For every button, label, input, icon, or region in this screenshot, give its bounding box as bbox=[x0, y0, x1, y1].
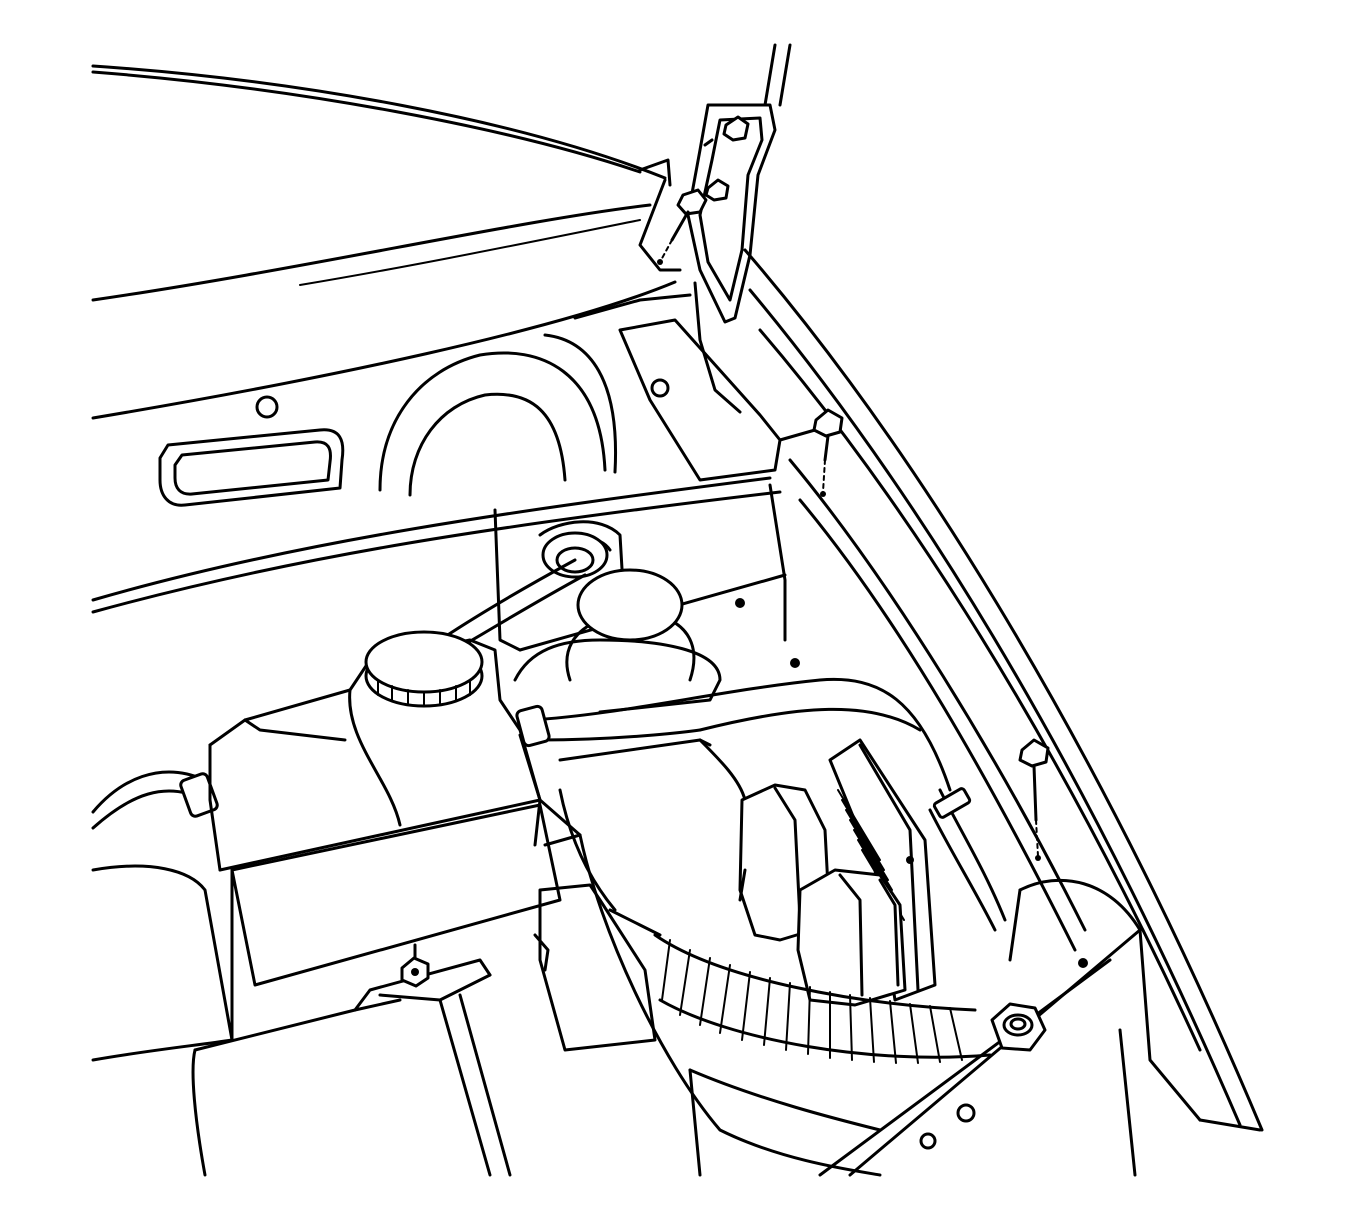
hood-inner-rib bbox=[91, 203, 652, 302]
fender bbox=[618, 248, 1264, 1132]
wiring-harness-conduit bbox=[533, 883, 992, 1177]
battery-top bbox=[230, 803, 562, 987]
hood-front-edge bbox=[91, 476, 772, 602]
brake-reservoir-cap bbox=[576, 568, 684, 642]
mounting-bolt bbox=[812, 408, 1050, 861]
cowl-bracket bbox=[618, 318, 782, 482]
hood-bulge-inner bbox=[408, 392, 567, 497]
hood-vent-outer bbox=[158, 428, 345, 507]
hood-hinge bbox=[686, 43, 792, 414]
hinge-nut-lower bbox=[704, 178, 730, 202]
conduit-lower-edge bbox=[658, 998, 992, 1059]
hood-top-edge bbox=[91, 64, 667, 180]
fender-outer-edge bbox=[743, 248, 1264, 1132]
hose-clip bbox=[932, 787, 972, 819]
hood-bottom-edge bbox=[91, 280, 677, 420]
hood bbox=[91, 64, 782, 614]
coolant-reservoir bbox=[208, 630, 582, 872]
battery bbox=[91, 803, 562, 1177]
hinge-nut-upper bbox=[722, 115, 750, 142]
coolant-cap-grip bbox=[377, 679, 471, 707]
brake-fluid-reservoir bbox=[513, 520, 722, 714]
module-heatsink bbox=[837, 789, 905, 921]
conduit-upper-edge bbox=[653, 933, 977, 1012]
coolant-cap bbox=[364, 630, 484, 694]
hose-clamp-left bbox=[179, 772, 219, 818]
conduit-ribs bbox=[661, 939, 963, 1064]
hood-bulge-outer bbox=[378, 351, 607, 492]
fender-bolt-head-upper bbox=[812, 408, 844, 438]
mounting-nut bbox=[400, 943, 430, 988]
brake-reservoir-body bbox=[513, 638, 722, 714]
hood-strut-upper bbox=[763, 43, 777, 107]
module-connector-lower bbox=[796, 868, 907, 1007]
hood-vent-inner bbox=[173, 440, 332, 496]
harness-connector bbox=[538, 883, 657, 1052]
underbody bbox=[543, 833, 882, 1177]
radiator-support bbox=[818, 878, 1262, 1177]
control-module bbox=[558, 738, 937, 1007]
hinge-bolt-head bbox=[676, 188, 708, 216]
mounting-nut bbox=[990, 1002, 1047, 1052]
hood-hole bbox=[255, 395, 279, 419]
fender-bolt-head-lower bbox=[1018, 738, 1050, 768]
fender-rail bbox=[788, 458, 1087, 932]
hinge-bolt bbox=[657, 138, 714, 265]
